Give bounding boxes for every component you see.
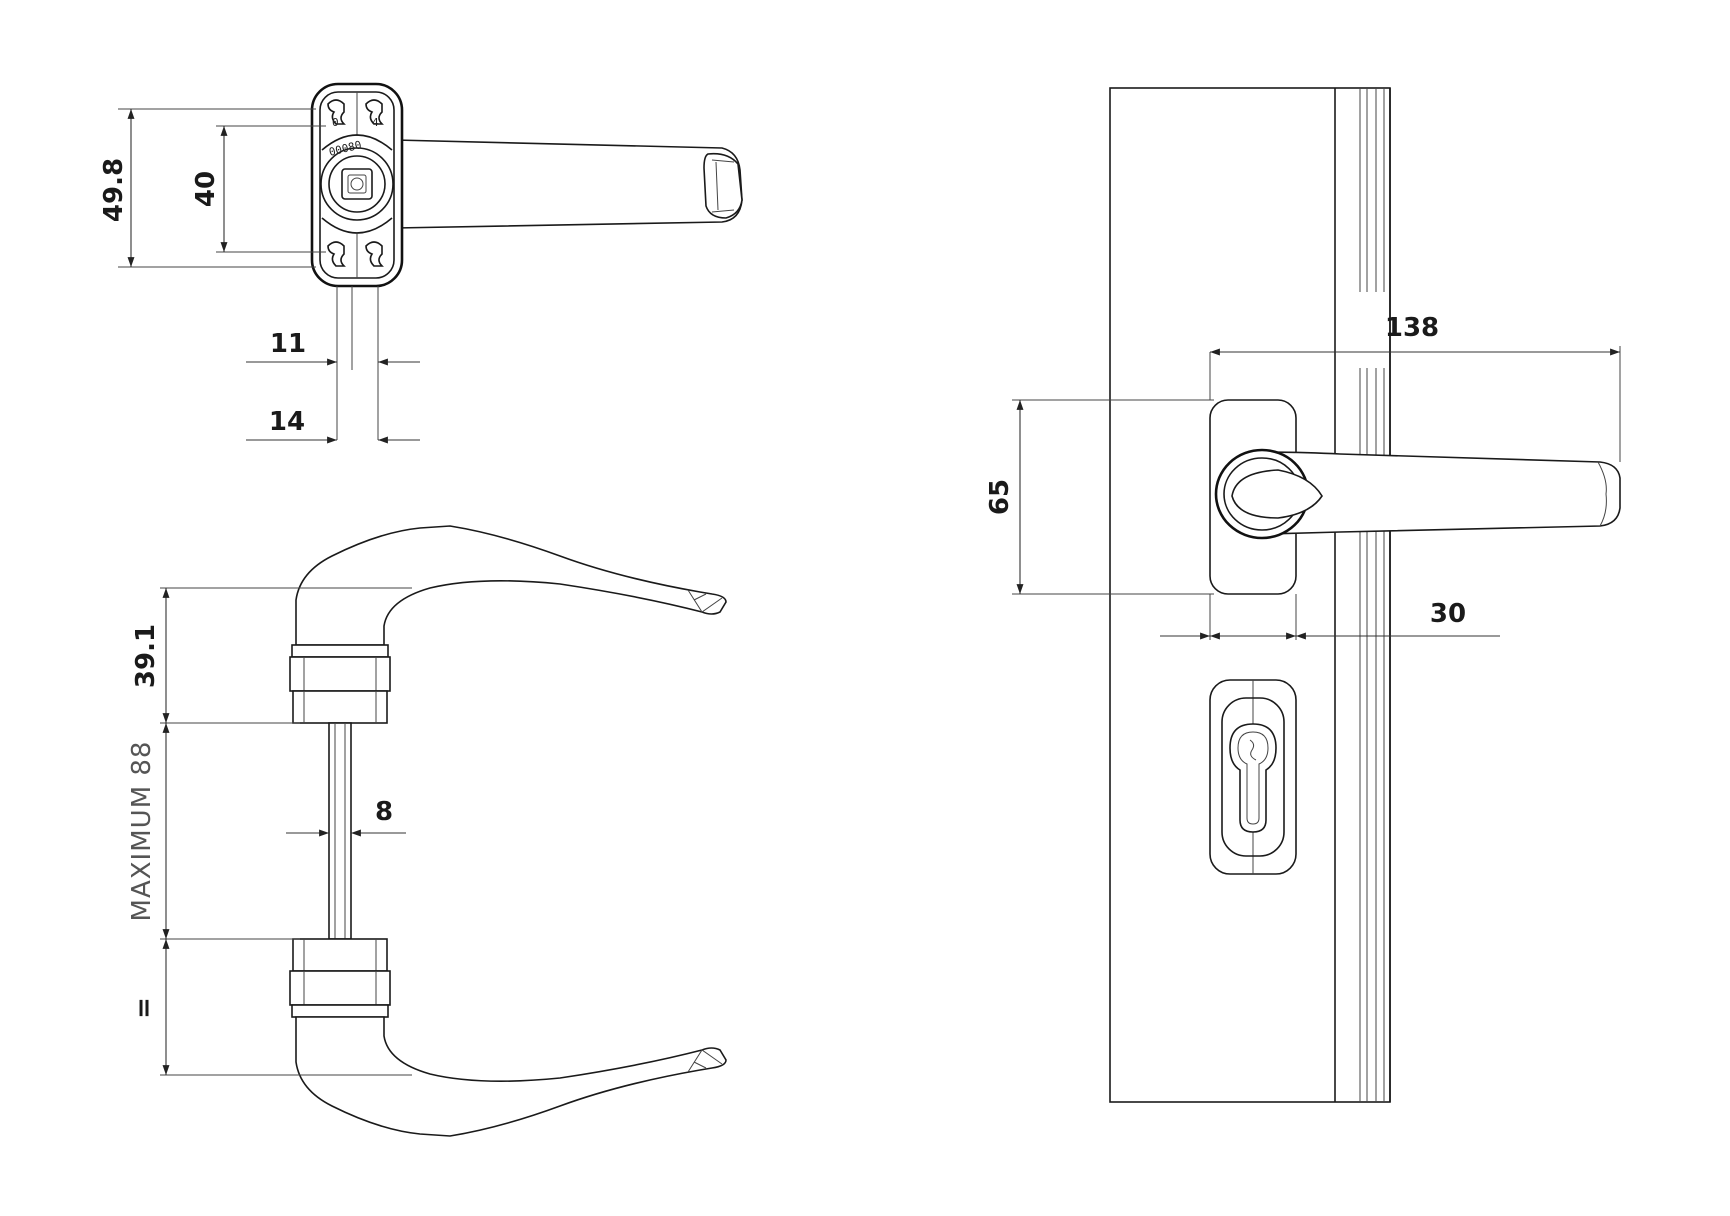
- dim-39-1-label: 39.1: [131, 624, 161, 688]
- dim-max-88-label: MAXIMUM 88: [127, 741, 157, 922]
- dim-65-label: 65: [985, 479, 1015, 515]
- front-view: 138 65 30: [985, 87, 1621, 1103]
- top-view: 0 4 00080 49.8 40 11 14: [99, 82, 743, 444]
- dim-equal-label: =: [129, 997, 159, 1019]
- dim-14-label: 14: [269, 407, 305, 437]
- side-view: 39.1 MAXIMUM 88 = 8: [127, 525, 727, 1137]
- dim-138-label: 138: [1385, 313, 1439, 343]
- dim-40-label: 40: [191, 171, 221, 207]
- dim-8-label: 8: [375, 797, 393, 827]
- dim-11-label: 11: [270, 329, 306, 359]
- rosette-mark-a: 0: [332, 116, 339, 129]
- dim-49-8-label: 49.8: [99, 158, 129, 222]
- dim-30-label: 30: [1430, 599, 1466, 629]
- rosette-mark-b: 4: [372, 116, 379, 129]
